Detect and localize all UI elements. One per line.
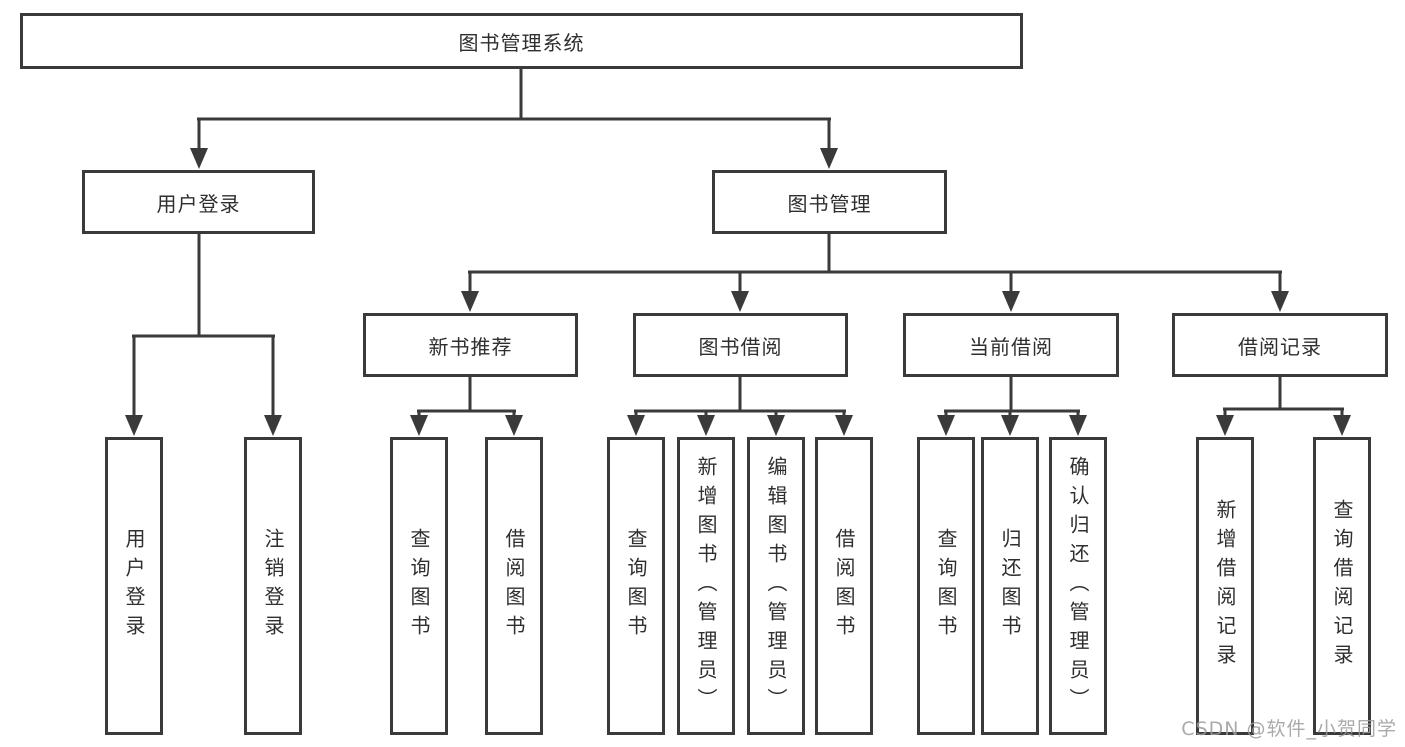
leaf-query-books: 查询图书 xyxy=(917,437,975,735)
node-user-login-branch: 用户登录 xyxy=(82,170,315,234)
node-borrowing-records: 借阅记录 xyxy=(1172,313,1388,377)
leaf-label: 新增借阅记录 xyxy=(1213,499,1237,673)
leaf-label: 查询图书 xyxy=(407,528,431,644)
leaf-label: 查询图书 xyxy=(934,528,958,644)
leaf-query-books: 查询图书 xyxy=(607,437,665,735)
leaf-label: 归还图书 xyxy=(998,528,1022,644)
node-label: 借阅记录 xyxy=(1238,334,1322,359)
leaf-label: 查询图书 xyxy=(624,528,648,644)
leaf-user-login: 用户登录 xyxy=(105,437,163,735)
node-label: 图书管理 xyxy=(787,191,872,216)
node-label: 新书推荐 xyxy=(428,334,513,359)
node-root-label: 图书管理系统 xyxy=(458,30,585,55)
leaf-add-borrow-record: 新增借阅记录 xyxy=(1196,437,1254,735)
leaf-borrow-books: 借阅图书 xyxy=(815,437,873,735)
leaf-label: 查询借阅记录 xyxy=(1330,499,1354,673)
leaf-label: 用户登录 xyxy=(122,528,146,644)
leaf-query-borrow-record: 查询借阅记录 xyxy=(1313,437,1371,735)
node-label: 当前借阅 xyxy=(969,334,1053,359)
leaf-edit-books-admin: 编辑图书（管理员） xyxy=(747,437,805,735)
node-current-borrowing: 当前借阅 xyxy=(903,313,1119,377)
node-label: 用户登录 xyxy=(156,191,241,216)
leaf-return-books: 归还图书 xyxy=(981,437,1039,735)
node-book-borrowing: 图书借阅 xyxy=(633,313,848,377)
leaf-label: 借阅图书 xyxy=(832,528,856,644)
leaf-label: 新增图书（管理员） xyxy=(694,455,718,717)
leaf-label: 借阅图书 xyxy=(502,528,526,644)
csdn-watermark: CSDN @软件_小贺同学 xyxy=(1181,718,1397,740)
leaf-logout: 注销登录 xyxy=(244,437,302,735)
node-root-system: 图书管理系统 xyxy=(20,13,1023,69)
leaf-label: 确认归还（管理员） xyxy=(1066,455,1090,717)
arrowheads xyxy=(125,148,1351,436)
node-book-management-branch: 图书管理 xyxy=(712,170,947,234)
node-new-book-recommend: 新书推荐 xyxy=(363,313,578,377)
leaf-borrow-books: 借阅图书 xyxy=(485,437,543,735)
leaf-add-books-admin: 新增图书（管理员） xyxy=(677,437,735,735)
leaf-confirm-return-admin: 确认归还（管理员） xyxy=(1049,437,1107,735)
leaf-label: 编辑图书（管理员） xyxy=(764,455,788,717)
node-label: 图书借阅 xyxy=(698,334,783,359)
leaf-query-books: 查询图书 xyxy=(390,437,448,735)
leaf-label: 注销登录 xyxy=(261,528,285,644)
